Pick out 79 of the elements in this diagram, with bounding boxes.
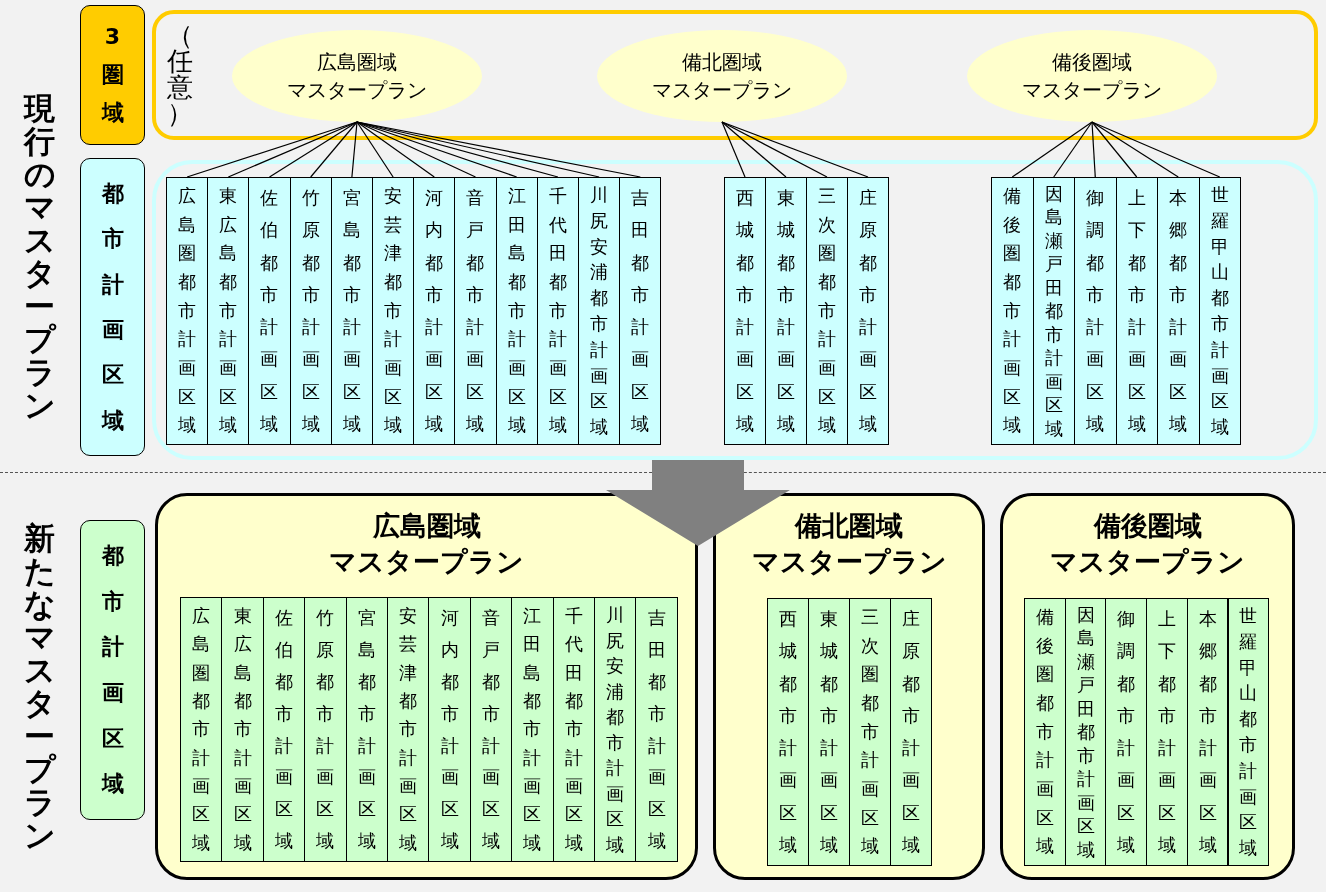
district-column: 佐伯都市計画区域 (262, 597, 306, 862)
note-text: （任意） (166, 22, 194, 128)
connector-line (721, 121, 787, 178)
district-column: 竹原都市計画区域 (304, 597, 347, 862)
district-column: 佐伯都市計画区域 (248, 177, 291, 445)
plan-box (155, 493, 698, 880)
district-column: 上下都市計画区域 (1146, 598, 1188, 866)
district-column: 広島圏都市計画区域 (180, 597, 223, 862)
district-column: 備後圏都市計画区域 (991, 177, 1034, 445)
district-column: 宮島都市計画区域 (330, 177, 373, 445)
district-column: 吉田都市計画区域 (619, 177, 662, 445)
district-column: 備後圏都市計画区域 (1024, 598, 1066, 866)
category-tab: 都市計画区域 (80, 520, 145, 820)
district-column: 御調都市計画区域 (1105, 598, 1148, 866)
connector-line (356, 121, 435, 178)
district-column: 東城都市計画区域 (765, 177, 807, 445)
district-column: 竹原都市計画区域 (289, 177, 332, 445)
connector-line (721, 121, 746, 178)
category-tab: 都市計画区域 (80, 158, 145, 456)
district-column: 河内都市計画区域 (428, 597, 471, 862)
plan-box (1000, 493, 1295, 880)
block-arrow (606, 460, 790, 546)
category-tab: 3圏域 (80, 5, 145, 145)
district-column: 川尻安浦都市計画区域 (578, 177, 621, 445)
section-label: 現行のマスタープラン (22, 92, 57, 422)
plan-ellipse: 備北圏域マスタープラン (597, 30, 847, 122)
district-column: 江田島都市計画区域 (495, 177, 538, 445)
district-column: 因島瀬戸田都市計画区域 (1032, 177, 1075, 445)
district-column: 庄原都市計画区域 (847, 177, 889, 445)
connector-line (721, 121, 869, 178)
connector-line (227, 121, 358, 178)
district-column: 宮島都市計画区域 (345, 597, 388, 862)
box-heading: 備後圏域マスタープラン (1049, 509, 1246, 579)
plan-ellipse: 備後圏域マスタープラン (967, 30, 1217, 122)
district-column: 因島瀬戸田都市計画区域 (1064, 598, 1107, 866)
district-column: 西城都市計画区域 (724, 177, 766, 445)
region-band (152, 160, 1318, 460)
region-band (152, 10, 1318, 140)
district-column: 広島圏都市計画区域 (166, 177, 209, 445)
box-heading: 広島圏域マスタープラン (328, 509, 525, 579)
connector-line (1091, 121, 1138, 178)
district-column: 音戸都市計画区域 (469, 597, 513, 862)
district-column: 安芸津都市計画区域 (387, 597, 430, 862)
connector-line (268, 121, 358, 178)
district-column: 世羅甲山都市計画区域 (1198, 177, 1241, 445)
connector-line (1053, 121, 1093, 178)
connector-line (310, 121, 358, 178)
district-column: 西城都市計画区域 (767, 598, 809, 866)
connector-line (356, 121, 518, 178)
connector-line (1091, 121, 1096, 178)
district-column: 東城都市計画区域 (808, 598, 850, 866)
district-column: 吉田都市計画区域 (635, 597, 678, 862)
district-column: 三次圏都市計画区域 (849, 598, 891, 866)
connector-line (721, 121, 828, 178)
district-column: 本郷都市計画区域 (1157, 177, 1200, 445)
district-column: 千代田都市計画区域 (552, 597, 595, 862)
district-column: 世羅甲山都市計画区域 (1227, 598, 1270, 866)
district-column: 三次圏都市計画区域 (806, 177, 848, 445)
district-column: 川尻安浦都市計画区域 (594, 597, 637, 862)
connector-line (1091, 121, 1179, 178)
district-column: 東広島都市計画区域 (221, 597, 264, 862)
district-column: 河内都市計画区域 (413, 177, 456, 445)
box-heading: 備北圏域マスタープラン (750, 509, 948, 579)
district-column: 庄原都市計画区域 (890, 598, 932, 866)
connector-line (1091, 121, 1221, 178)
district-column: 御調都市計画区域 (1074, 177, 1117, 445)
connector-line (351, 121, 358, 178)
connector-line (1011, 121, 1093, 178)
plan-ellipse: 広島圏域マスタープラン (232, 30, 482, 122)
plan-box (713, 493, 985, 880)
district-column: 安芸津都市計画区域 (372, 177, 415, 445)
district-column: 千代田都市計画区域 (536, 177, 579, 445)
district-column: 本郷都市計画区域 (1186, 598, 1229, 866)
district-column: 江田島都市計画区域 (511, 597, 554, 862)
connector-line (356, 121, 394, 178)
district-column: 上下都市計画区域 (1115, 177, 1158, 445)
district-column: 音戸都市計画区域 (454, 177, 497, 445)
section-label: 新たなマスタープラン (22, 522, 57, 852)
district-column: 東広島都市計画区域 (207, 177, 250, 445)
